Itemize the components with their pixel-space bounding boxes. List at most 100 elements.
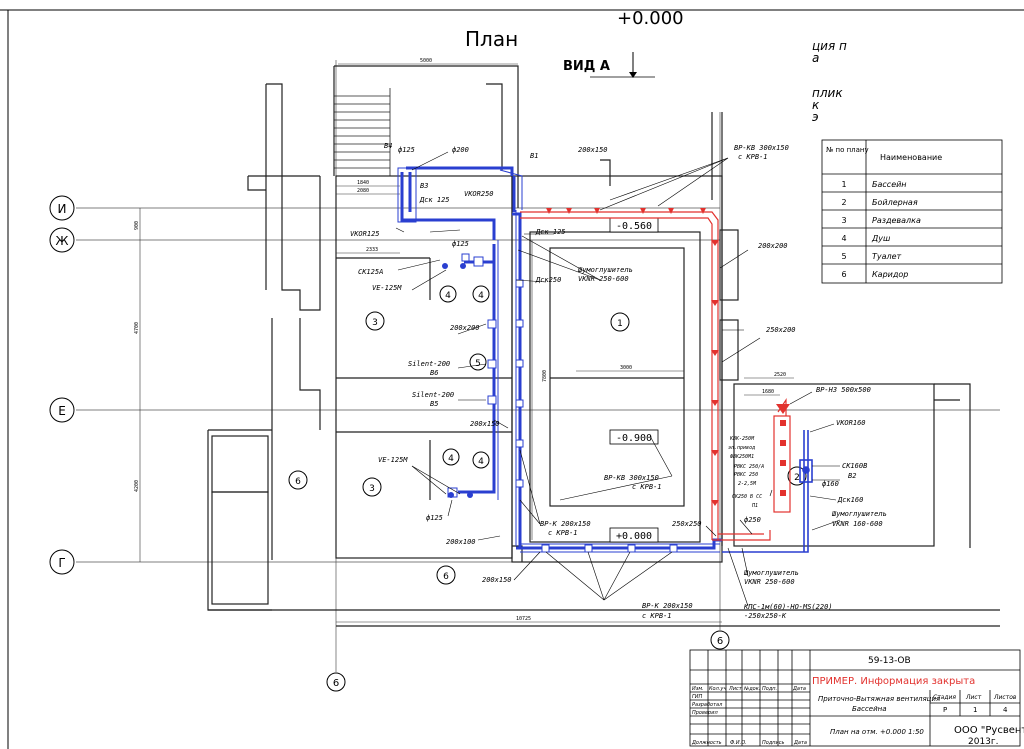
axis-g-label: Г: [58, 556, 65, 570]
label-duct-200x200: 200x200: [450, 324, 480, 332]
label-p1: П1: [751, 503, 758, 509]
label-fire-damper-size: -250x250-К: [744, 612, 787, 620]
svg-text:+0.000: +0.000: [616, 531, 652, 542]
label-ve125m: VE-125M: [372, 284, 402, 292]
label-valve-drive: эл.привод: [728, 445, 755, 451]
exhaust-diffusers: [442, 263, 473, 498]
text-fragment: к: [812, 98, 820, 112]
legend-row-name: Бассейн: [872, 180, 907, 189]
svg-text:4: 4: [478, 291, 484, 301]
svg-text:-0.560: -0.560: [616, 221, 652, 232]
label-grille-vrk: ВР-К 200x150: [540, 520, 591, 528]
room-tag-6: 6: [288, 470, 308, 490]
level-mark-plus-0000: +0.000: [609, 527, 659, 543]
label-b4: В4: [384, 142, 392, 150]
room-tag-5: 5: [469, 353, 487, 371]
dim-3000: 3000: [620, 365, 632, 371]
label-fire-damper: КПС-1м(60)-НО-MS(220): [743, 603, 833, 611]
exhaust-duct-outline: [397, 167, 720, 553]
label-grille-krv-c: с КРВ-1: [548, 529, 578, 537]
dim-5000: 5000: [420, 58, 432, 64]
label-silencer-c-model: VKNR 250-600: [744, 578, 795, 586]
dimension-lines: [139, 63, 794, 623]
label-silencer-b-model: VKNR 160-600: [832, 520, 883, 528]
stamp-col-kol: Кол.уч: [709, 686, 726, 692]
label-grille-vrn3: ВР-Н3 500x500: [816, 386, 871, 394]
label-ve125m-b: VE-125M: [378, 456, 408, 464]
label-duct-250x200: 250x200: [766, 326, 796, 334]
room-tag-4: 4: [472, 451, 490, 469]
label-silencer-model: VKNR 250-600: [578, 275, 629, 283]
label-phi125-c: ф125: [426, 514, 443, 522]
top-elevation: +0.000: [617, 8, 684, 29]
axis-bubble-e: Е: [49, 397, 75, 423]
stamp-sheets-label: Листов: [993, 694, 1017, 701]
leader-lines: [395, 151, 841, 607]
label-silent-200-b: Silent-200: [412, 391, 454, 399]
room-tag-6: 6: [436, 565, 456, 585]
svg-text:3: 3: [372, 318, 378, 328]
dim-1680: 1680: [762, 389, 774, 395]
drawing-code: 59-13-ОВ: [868, 656, 911, 666]
stamp-sheets-value: 4: [1003, 706, 1008, 714]
axis-bubble-6-bottom: 6: [326, 672, 346, 692]
dim-1840: 1840: [357, 180, 369, 186]
label-phi125-b: ф125: [452, 240, 469, 248]
label-silencer-b: Шумоглушитель: [831, 510, 887, 518]
label-duct-200x150-c: 200x150: [482, 576, 512, 584]
axis-e-label: Е: [58, 404, 66, 418]
organization: ООО "Русвент": [954, 725, 1024, 736]
stamp-sheet-value: 1: [973, 706, 977, 714]
room-tag-4: 4: [442, 448, 460, 466]
label-ck125a: CK125A: [358, 268, 383, 276]
stamp-checker: Проверил: [692, 710, 718, 716]
label-grille-vrkv: ВР-КВ 300x150: [734, 144, 789, 152]
dim-7800: 7800: [542, 370, 548, 382]
dim-2520: 2520: [774, 372, 786, 378]
dim-4700: 4700: [134, 322, 140, 334]
dim-900: 900: [134, 221, 140, 230]
label-pvks: РВКС 250/А: [734, 464, 764, 470]
legend-row-number: 5: [841, 252, 846, 261]
svg-text:1: 1: [617, 319, 623, 329]
room-legend-table: [821, 139, 1003, 284]
svg-text:3: 3: [369, 484, 375, 494]
sheet-name: План на отм. +0.000 1:50: [830, 728, 924, 736]
label-silencer: Шумоглушитель: [577, 266, 633, 274]
label-rvks: РВКС 250: [734, 472, 758, 478]
svg-text:2: 2: [794, 473, 800, 483]
svg-text:6: 6: [295, 477, 301, 487]
label-phi160: ф160: [822, 480, 839, 488]
label-duct-250x250: 250x250: [672, 520, 702, 528]
label-grille-krv-d: с КРВ-1: [642, 612, 672, 620]
label-b5: В5: [430, 400, 438, 408]
building-walls: [207, 65, 1000, 627]
supply-grilles: [546, 208, 790, 506]
legend-row-name: Каридор: [872, 270, 908, 279]
label-filter: ФВК250М1: [730, 454, 754, 460]
axis-bubble-i: И: [49, 195, 75, 221]
room-tag-3: 3: [362, 477, 382, 497]
label-phi200: ф200: [452, 146, 469, 154]
legend-header-name: Наименование: [880, 153, 942, 162]
axis-6-mid-label: 6: [717, 636, 723, 647]
label-dsk125-b: Дск 125: [535, 228, 566, 236]
label-vkor160: VKOR160: [836, 419, 866, 427]
label-sk250: СК250 В СС: [732, 494, 762, 500]
room-tag-2: 2: [787, 466, 807, 486]
plan-title: План: [465, 27, 518, 51]
label-b1: В1: [530, 152, 538, 160]
legend-row-number: 6: [841, 270, 846, 279]
label-valve-kvk: КВК-250М: [729, 436, 755, 442]
stamp-developer: Разработал: [692, 702, 723, 708]
dim-2080: 2080: [357, 188, 369, 194]
label-silencer-c: Шумоглушитель: [743, 569, 799, 577]
label-phi125: ф125: [398, 146, 415, 154]
text-fragment: а: [812, 51, 819, 65]
legend-row-name: Душ: [871, 234, 891, 243]
stamp-banner: ПРИМЕР. Информация закрыта: [812, 676, 975, 687]
level-mark-minus-0900: -0.900: [609, 429, 659, 445]
svg-text:-0.900: -0.900: [616, 433, 652, 444]
svg-text:4: 4: [445, 291, 451, 301]
